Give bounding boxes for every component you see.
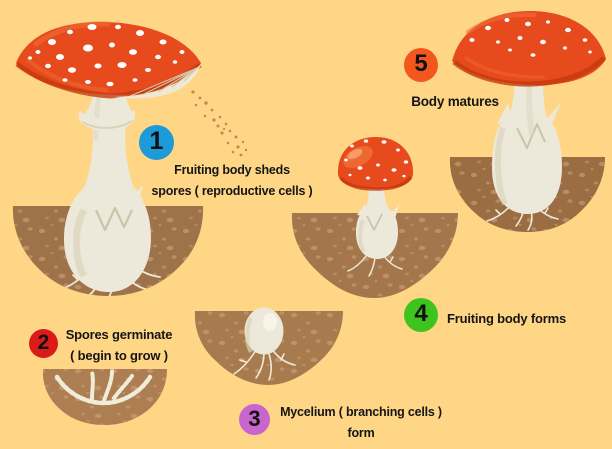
volva-flap — [128, 185, 143, 207]
step-5-label: Body matures — [411, 94, 499, 109]
step-5-badge: 5 — [404, 48, 438, 82]
step-4-number: 4 — [414, 300, 428, 327]
cap-spots-1 — [28, 24, 185, 87]
stem-and-volva-1 — [64, 86, 151, 292]
step-3-label: Mycelium ( branching cells ) form — [280, 405, 442, 441]
step-4-badge: 4 — [404, 298, 438, 332]
step1-mushroom-illustration — [12, 21, 248, 296]
step4-young-mushroom-illustration — [291, 137, 458, 298]
germinating-spore-threads — [54, 369, 153, 406]
step-4-label: Fruiting body forms — [447, 311, 566, 326]
volva-flap — [357, 204, 368, 217]
step5-maturing-mushroom-illustration — [449, 11, 606, 232]
stem-and-volva-5 — [492, 60, 562, 214]
volva-flap — [70, 186, 90, 206]
spore-trail — [191, 90, 248, 157]
step2-germination-illustration — [42, 369, 167, 425]
step3-mycelium-illustration — [194, 307, 343, 385]
step-1-badge: 1 — [139, 125, 174, 160]
cap-1 — [16, 22, 201, 95]
step-5-number: 5 — [414, 50, 428, 77]
step-1-label: Fruiting body sheds spores ( reproductiv… — [151, 163, 313, 199]
volva-flap — [391, 205, 399, 219]
volva-crack — [94, 206, 133, 232]
cap-rim-1 — [15, 62, 202, 99]
mycelium-roots-4 — [347, 255, 403, 277]
step-2-label: Spores germinate ( begin to grow ) — [65, 327, 173, 363]
step-3-badge: 3 — [239, 404, 270, 435]
step-2-number: 2 — [37, 331, 50, 354]
volva-flap — [546, 102, 561, 124]
gill-lines — [129, 67, 198, 97]
cap-spots-4 — [344, 139, 409, 182]
step-1-number: 1 — [149, 127, 164, 155]
gills — [114, 64, 201, 99]
step-3-number: 3 — [248, 405, 261, 431]
step-2-badge: 2 — [29, 329, 58, 358]
volva-flap — [497, 103, 513, 124]
cap-spots-5 — [469, 18, 592, 57]
